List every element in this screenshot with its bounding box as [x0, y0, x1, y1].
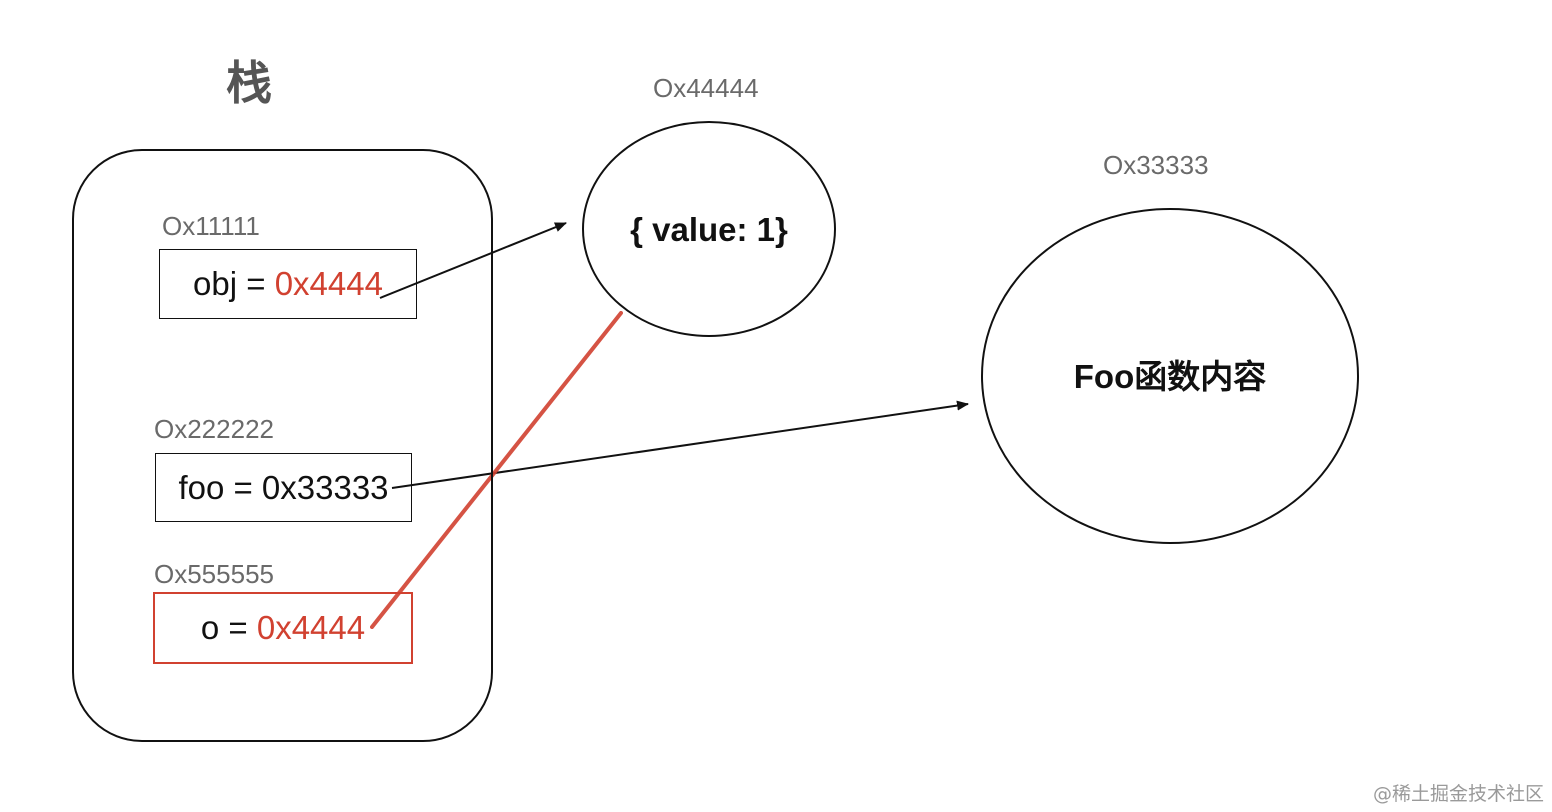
stack-title: 栈: [226, 56, 272, 110]
stack-container: [72, 149, 493, 742]
obj-cell-name: obj: [193, 265, 238, 302]
o-cell-name: o: [200, 609, 220, 646]
o-cell-value: 0x4444: [256, 609, 366, 646]
foo-address-label: Ox222222: [154, 414, 274, 444]
heap-object-circle: [582, 121, 836, 337]
foo-cell-name: foo: [178, 468, 225, 506]
heap-function-address: Ox33333: [1103, 150, 1209, 180]
foo-pointer-arrow: [391, 400, 969, 489]
obj-pointer-arrow: [379, 222, 567, 299]
foo-cell-op: =: [224, 468, 262, 506]
obj-cell: obj = 0x4444: [159, 249, 417, 319]
heap-function-circle: [981, 208, 1359, 544]
o-cell-op: =: [219, 609, 257, 646]
foo-cell: foo = 0x33333: [155, 453, 412, 522]
obj-address-label: Ox11111: [162, 211, 260, 241]
obj-cell-op: =: [237, 265, 275, 302]
o-cell: o = 0x4444: [153, 592, 413, 664]
heap-object-label: { value: 1}: [630, 211, 788, 248]
heap-function-label: Foo函数内容: [1073, 358, 1267, 395]
o-pointer-line: [370, 311, 623, 629]
watermark: @稀土掘金技术社区: [1372, 783, 1544, 805]
o-address-label: Ox555555: [154, 559, 274, 589]
obj-cell-value: 0x4444: [274, 265, 383, 302]
foo-cell-value: 0x33333: [261, 468, 389, 506]
heap-object-address: Ox44444: [653, 73, 759, 103]
